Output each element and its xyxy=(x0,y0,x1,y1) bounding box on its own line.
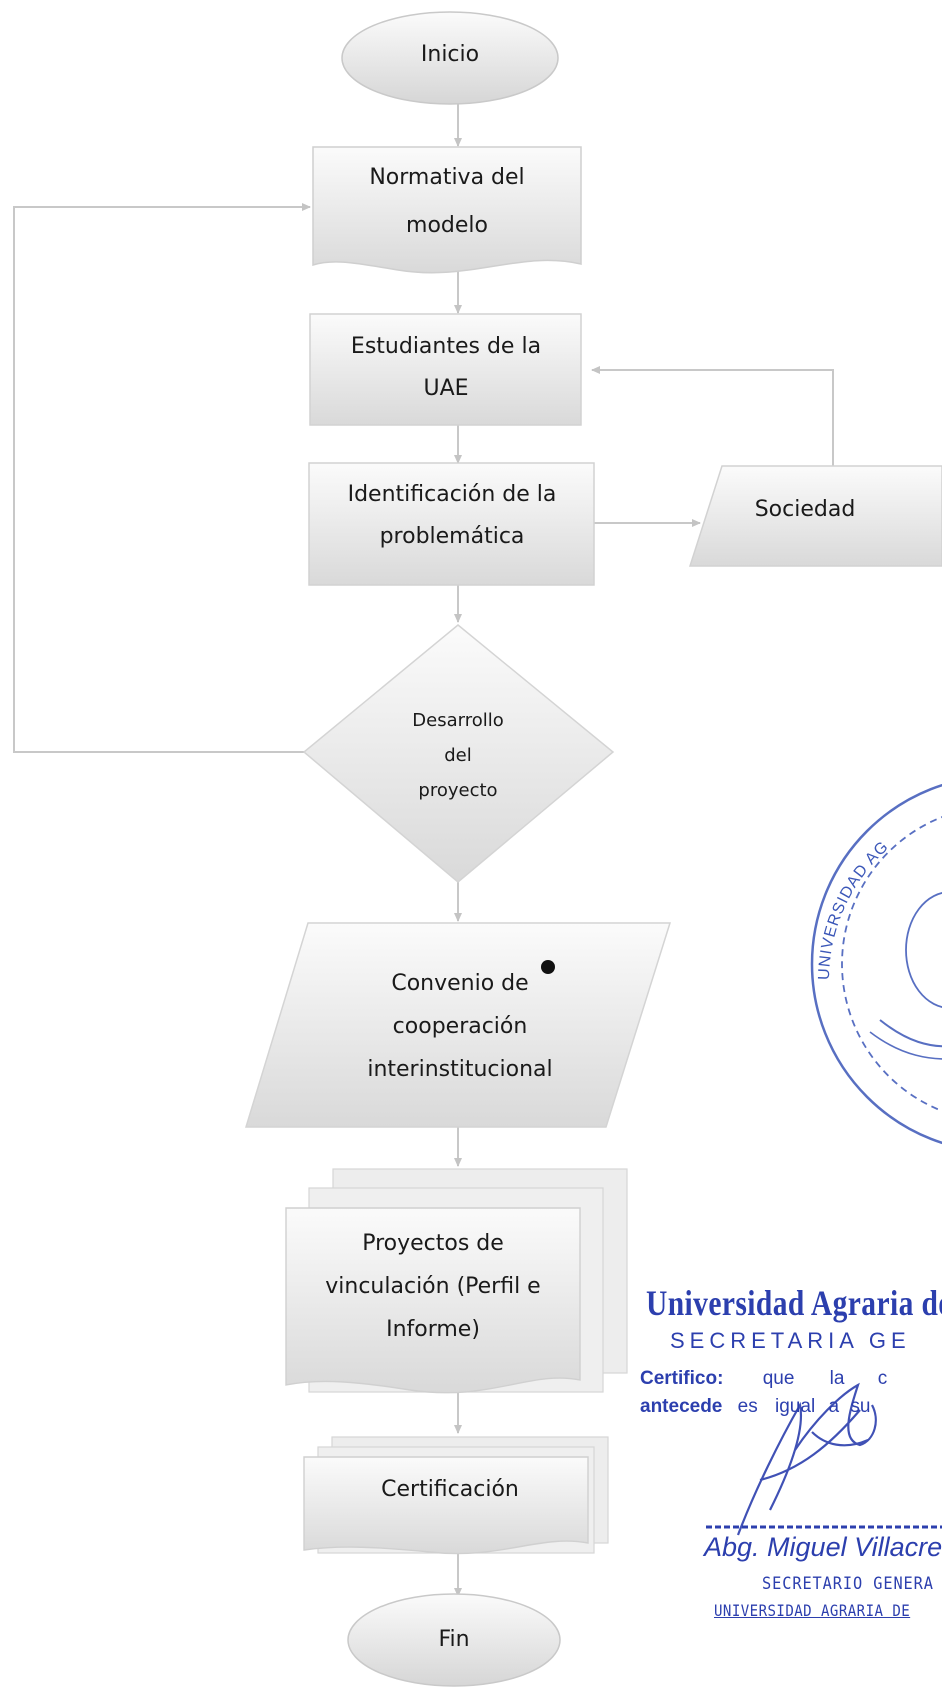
identificacion-label: Identificación de la problemática xyxy=(312,474,592,558)
university-seal xyxy=(810,783,942,1145)
estudiantes-label-line-2: UAE xyxy=(423,376,469,401)
estudiantes-process-shape xyxy=(309,313,582,426)
normativa-label-line-2: modelo xyxy=(406,213,488,238)
proyectos-multidocument-shape xyxy=(285,1168,628,1394)
convenio-label-line-1: Convenio de xyxy=(391,971,529,996)
proyectos-label-line-1: Proyectos de xyxy=(362,1231,504,1256)
connector-sociedad-estudiantes xyxy=(591,366,834,469)
convenio-label-line-2: cooperación xyxy=(392,1014,528,1039)
certificacion-multidocument-shape xyxy=(303,1436,609,1555)
estudiantes-label: Estudiantes de la UAE xyxy=(315,326,577,410)
proyectos-label: Proyectos de vinculación (Perfil e Infor… xyxy=(288,1222,578,1351)
end-terminator-shape xyxy=(347,1593,561,1687)
proyectos-label-line-2: vinculación (Perfil e xyxy=(325,1274,541,1299)
convenio-label: Convenio de cooperación interinstitucion… xyxy=(320,962,600,1091)
certificacion-label: Certificación xyxy=(381,1477,519,1502)
desarrollo-label-line-1: Desarrollo xyxy=(412,710,504,731)
connector-desarrollo-normativa xyxy=(13,203,311,753)
identificacion-label-line-1: Identificación de la xyxy=(347,482,557,507)
convenio-data-shape xyxy=(244,922,672,1128)
start-terminator-shape xyxy=(341,11,559,105)
desarrollo-label-line-2: del xyxy=(444,745,472,766)
desarrollo-decision-shape xyxy=(302,624,615,883)
estudiantes-label-line-1: Estudiantes de la xyxy=(350,334,542,359)
convenio-label-line-3: interinstitucional xyxy=(367,1057,553,1082)
connectors xyxy=(13,103,834,1597)
ink-dot xyxy=(541,960,555,974)
identificacion-process-shape xyxy=(308,462,595,586)
fin-label: Fin xyxy=(438,1627,470,1652)
normativa-label: Normativa del modelo xyxy=(320,154,574,250)
inicio-label: Inicio xyxy=(420,42,480,67)
desarrollo-label: Desarrollo del proyecto xyxy=(378,703,538,808)
sociedad-data-shape xyxy=(688,465,942,567)
sociedad-label: Sociedad xyxy=(754,497,856,522)
normativa-label-line-1: Normativa del xyxy=(369,165,525,190)
signature xyxy=(736,1382,877,1536)
desarrollo-label-line-3: proyecto xyxy=(418,780,498,801)
identificacion-label-line-2: problemática xyxy=(379,524,525,549)
seal-ring-text: UNIVERSIDAD AG xyxy=(816,838,892,980)
normativa-document-shape xyxy=(312,146,582,274)
proyectos-label-line-3: Informe) xyxy=(386,1317,480,1342)
